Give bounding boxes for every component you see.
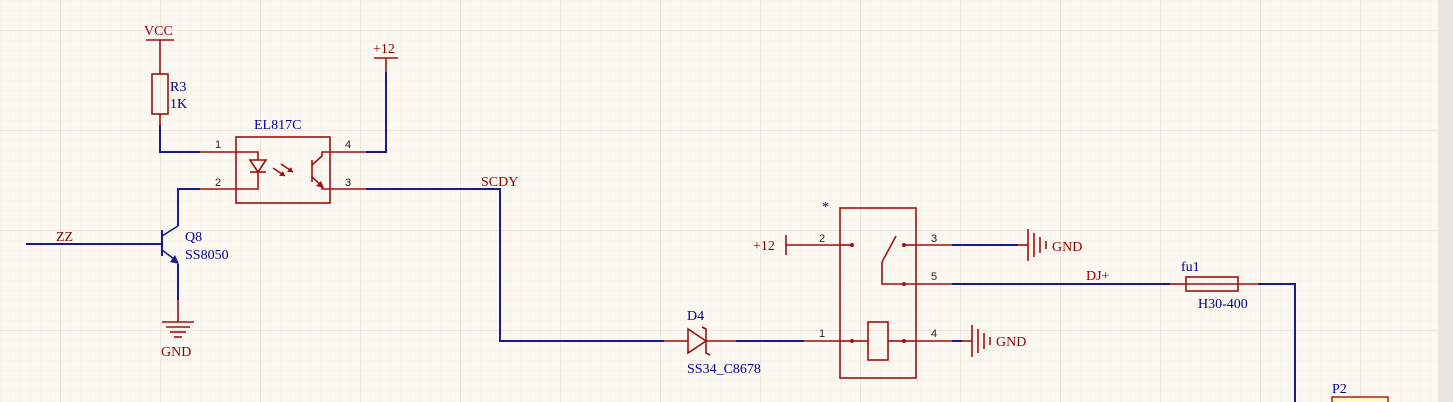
wire-opto2-q8 [177, 188, 200, 226]
opto-pin-1: 1 [215, 139, 221, 151]
vcc-label: VCC [144, 24, 173, 39]
gnd-relay-3-label: GND [1052, 240, 1082, 255]
relay-marker: * [822, 200, 829, 215]
gnd-port-relay-3[interactable]: GND [1018, 229, 1082, 261]
relay-pin-4: 4 [931, 328, 937, 340]
transistor-q8[interactable]: Q8 SS8050 [161, 225, 229, 264]
scdy-net-label: SCDY [481, 175, 518, 190]
opto-pin-2: 2 [215, 177, 221, 189]
vcc-power-port[interactable]: VCC [144, 24, 174, 74]
wire-scdy [366, 188, 664, 342]
opto-value: EL817C [254, 118, 301, 133]
p12-power-port-top[interactable]: +12 [373, 42, 398, 72]
opto-pin-4: 4 [345, 139, 351, 151]
r3-value: 1K [170, 97, 187, 112]
gnd-relay-4-label: GND [996, 335, 1026, 350]
fu1-designator: fu1 [1181, 260, 1200, 275]
p12-top-label: +12 [373, 42, 395, 57]
connector-p2[interactable]: P2 [1331, 382, 1389, 402]
wire-opto4-p12 [366, 72, 387, 153]
diode-d4[interactable]: D4 SS34_C8678 [664, 309, 761, 377]
q8-designator: Q8 [185, 230, 202, 245]
fu1-value: H30-400 [1198, 297, 1248, 312]
gnd-q8-label: GND [161, 345, 191, 360]
relay-pin-5: 5 [931, 271, 937, 283]
p12-power-port-relay[interactable]: +12 [753, 235, 804, 255]
relay[interactable]: * 2 3 5 1 4 [804, 200, 952, 379]
relay-pin-2: 2 [819, 233, 825, 245]
d4-value: SS34_C8678 [687, 362, 761, 377]
resistor-r3[interactable]: R3 1K [151, 73, 187, 125]
p2-designator: P2 [1332, 382, 1347, 397]
gnd-port-relay-4[interactable]: GND [962, 325, 1026, 357]
p12-relay-label: +12 [753, 239, 775, 254]
wire-fuse-p2 [1258, 283, 1296, 402]
relay-pin-3: 3 [931, 233, 937, 245]
opto-pin-3: 3 [345, 177, 351, 189]
r3-designator: R3 [170, 80, 186, 95]
d4-designator: D4 [687, 309, 704, 324]
wire-r3-opto [159, 125, 200, 153]
gnd-port-q8[interactable]: GND [161, 300, 194, 360]
vertical-scrollbar[interactable] [1438, 0, 1453, 402]
relay-pin-1: 1 [819, 328, 825, 340]
fuse-fu1[interactable]: fu1 H30-400 [1170, 260, 1258, 312]
zz-net-label: ZZ [56, 230, 73, 245]
dj-net-label: DJ+ [1086, 269, 1110, 284]
q8-value: SS8050 [185, 248, 229, 263]
optocoupler-el817c[interactable]: EL817C 1 2 3 4 [200, 118, 366, 204]
